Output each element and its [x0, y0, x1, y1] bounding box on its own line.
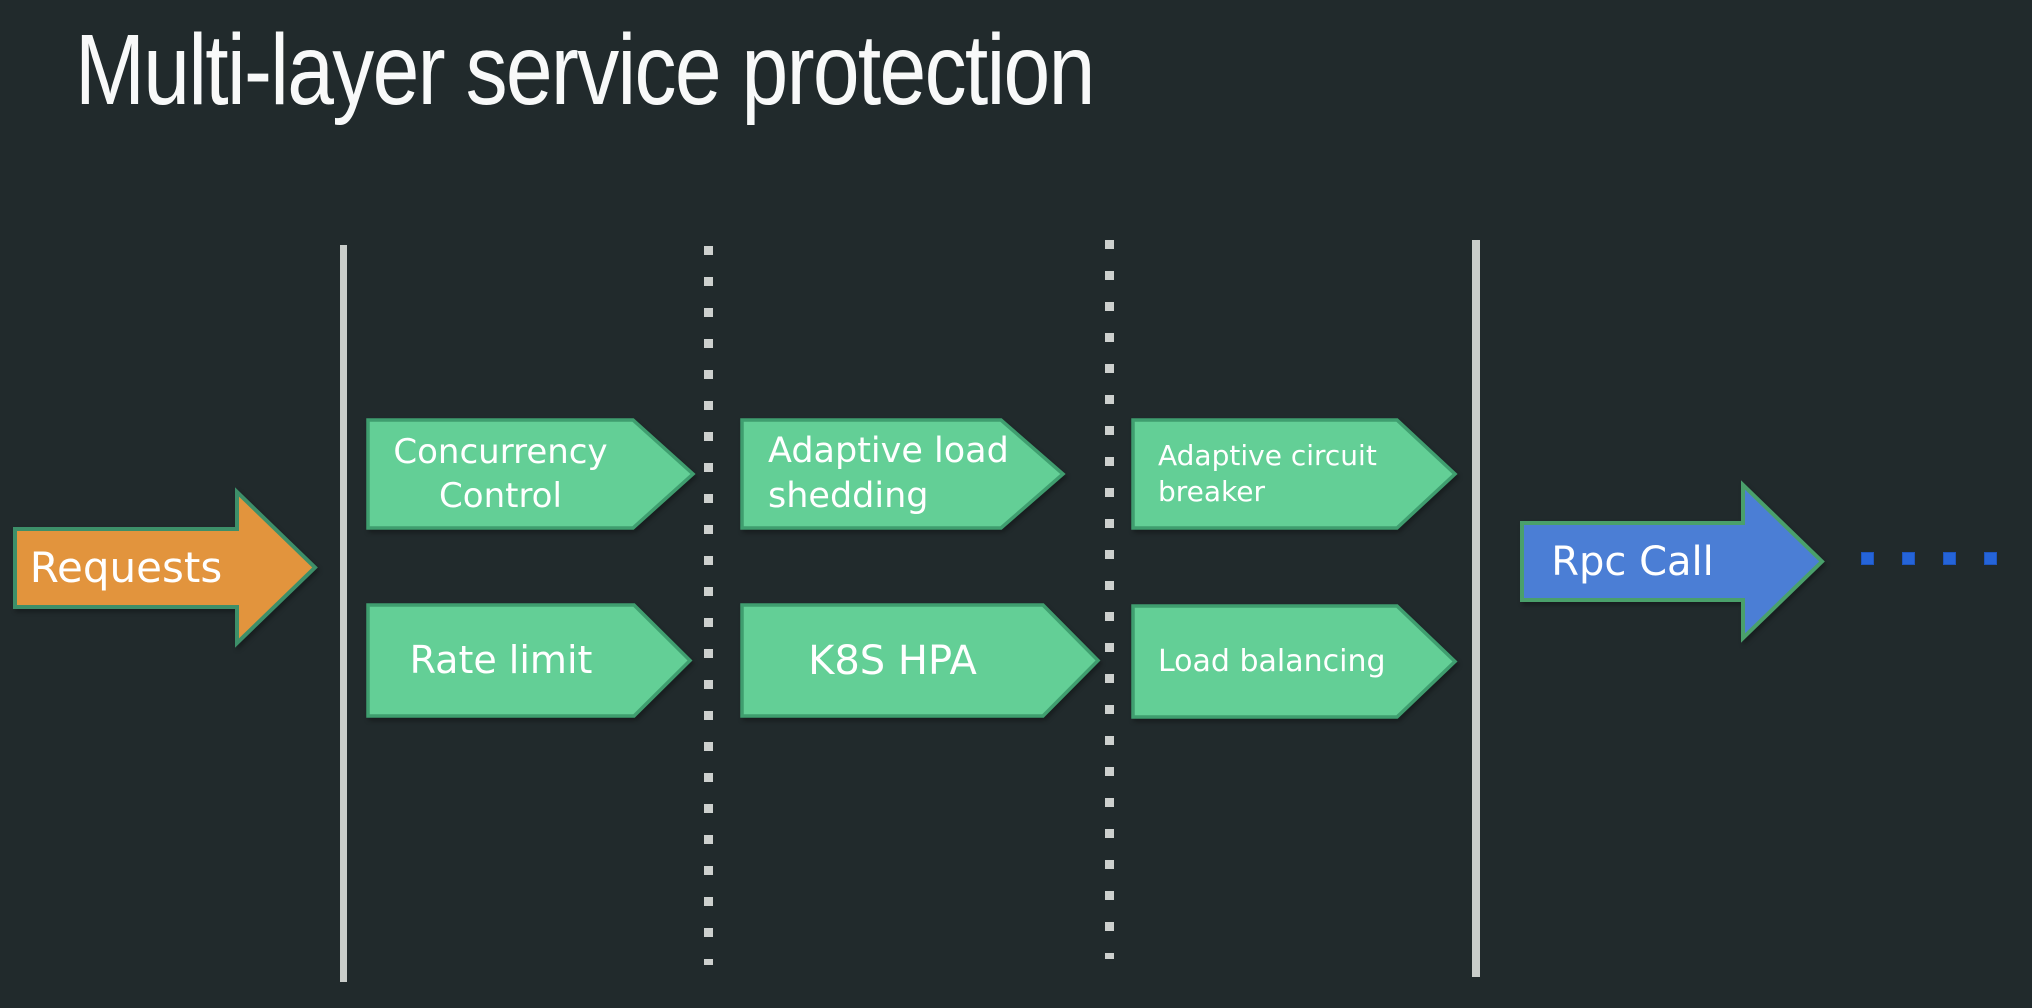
continuation-dot — [1943, 552, 1956, 565]
separator-solid-line-right — [1472, 240, 1480, 977]
stage-adaptive-circuit-breaker-chevron — [1131, 418, 1458, 530]
page-title: Multi-layer service protection — [75, 14, 1095, 126]
separator-dotted-line-1 — [704, 246, 713, 965]
stage-adaptive-circuit-breaker-label: Adaptive circuit breaker — [1158, 438, 1377, 508]
requests-arrow-icon — [13, 487, 318, 648]
stage-adaptive-load-shedding-chevron — [740, 418, 1066, 530]
continuation-dot — [1984, 552, 1997, 565]
stage-load-balancing-chevron — [1131, 604, 1458, 719]
stage-rate-limit-chevron — [366, 603, 693, 718]
stage-load-balancing-label: Load balancing — [1158, 644, 1386, 679]
continuation-ellipsis-dots — [1861, 552, 2026, 565]
rpc-call-arrow-icon — [1520, 480, 1825, 643]
stage-k8s-hpa-label: K8S HPA — [808, 637, 977, 684]
stage-rate-limit-label: Rate limit — [409, 637, 593, 682]
stage-concurrency-control-label: Concurrency Control — [393, 431, 608, 516]
stage-k8s-hpa-chevron — [740, 603, 1101, 718]
continuation-dot — [1861, 552, 1874, 565]
rpc-call-label: Rpc Call — [1551, 538, 1714, 585]
continuation-dot — [1902, 552, 1915, 565]
stage-concurrency-control-chevron — [366, 418, 696, 530]
stage-adaptive-load-shedding-label: Adaptive load shedding — [768, 430, 1009, 517]
separator-dotted-line-2 — [1105, 240, 1114, 959]
requests-label: Requests — [29, 542, 223, 592]
separator-solid-line-left — [340, 245, 347, 982]
